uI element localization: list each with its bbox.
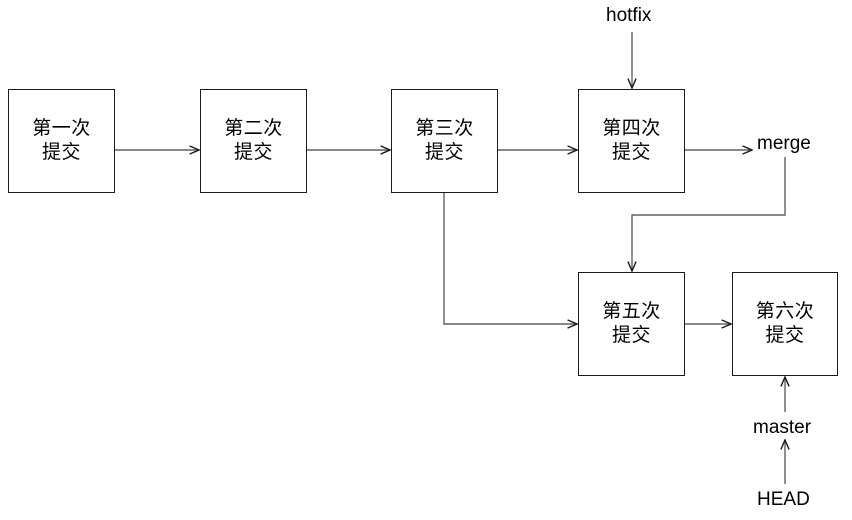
commit-node-6-line1: 第六次 bbox=[755, 300, 815, 322]
commit-node-1[interactable]: 第一次 提交 bbox=[8, 89, 115, 193]
commit-node-6-line2: 提交 bbox=[765, 325, 805, 346]
commit-node-4-line2: 提交 bbox=[611, 142, 651, 163]
branch-label-master[interactable]: master bbox=[753, 417, 812, 438]
commit-node-1-line1: 第一次 bbox=[32, 117, 91, 139]
commit-node-1-line2: 提交 bbox=[41, 142, 81, 163]
commit-node-3-line2: 提交 bbox=[424, 142, 464, 163]
commit-node-4-line1: 第四次 bbox=[602, 117, 661, 139]
commit-node-6[interactable]: 第六次 提交 bbox=[732, 272, 838, 376]
commit-node-5-line2: 提交 bbox=[611, 325, 651, 346]
commit-node-5-line1: 第五次 bbox=[602, 300, 661, 322]
commit-node-2-line2: 提交 bbox=[233, 142, 273, 163]
commit-node-5[interactable]: 第五次 提交 bbox=[578, 272, 685, 376]
commit-node-3-line1: 第三次 bbox=[415, 117, 474, 139]
commit-node-2[interactable]: 第二次 提交 bbox=[200, 89, 307, 193]
branch-label-hotfix[interactable]: hotfix bbox=[606, 5, 652, 26]
branch-label-merge[interactable]: merge bbox=[757, 133, 811, 154]
pointer-label-head[interactable]: HEAD bbox=[757, 489, 810, 510]
commit-node-4[interactable]: 第四次 提交 bbox=[578, 89, 685, 193]
commit-node-3[interactable]: 第三次 提交 bbox=[391, 89, 498, 193]
commit-node-2-line1: 第二次 bbox=[224, 117, 283, 139]
connector-commit3-to-commit5 bbox=[443, 193, 577, 324]
